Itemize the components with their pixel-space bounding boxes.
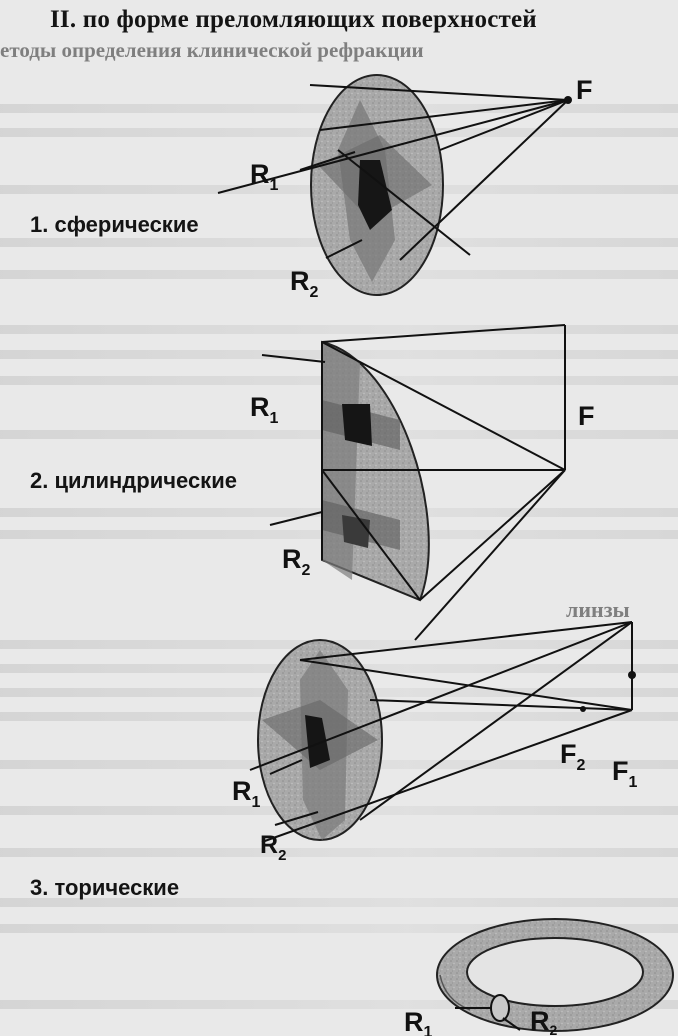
r1-label: R1 — [232, 776, 261, 811]
focus-label: F — [576, 75, 593, 105]
r2-label: R2 — [282, 544, 311, 579]
ring-r1-label: R1 — [404, 1007, 433, 1036]
spherical-lens-figure: R1 R2 F — [217, 74, 593, 301]
f2-label: F2 — [560, 739, 586, 774]
ring-r2-label: R2 — [530, 1006, 558, 1036]
r1-label: R1 — [250, 159, 279, 194]
spherical-intersection — [358, 160, 392, 230]
toric-focus-f2-point — [580, 706, 586, 712]
cylindrical-intersection-top — [342, 404, 372, 446]
section-title: II. по форме преломляющих поверхностей — [50, 6, 537, 33]
r2-pointer — [274, 811, 319, 826]
toric-type-label: 3. торические — [30, 875, 180, 900]
r2-pointer — [269, 511, 323, 526]
f1-label: F1 — [612, 756, 638, 791]
r1-pointer — [299, 151, 356, 171]
cylindrical-rays — [321, 324, 566, 641]
spherical-focus-point — [564, 96, 572, 104]
background-heading: линзы — [566, 597, 630, 622]
ring-inner-hole — [466, 937, 644, 1007]
ring-r2-pointer — [502, 1017, 521, 1031]
r1-label: R1 — [250, 392, 279, 427]
spherical-type-label: 1. сферические — [30, 212, 199, 237]
cylindrical-type-label: 2. цилиндрические — [30, 468, 237, 493]
ring-cross-section — [490, 994, 510, 1022]
background-subtitle: етоды определения клинической рефракции — [0, 38, 424, 62]
background-text-line — [0, 325, 678, 334]
background-text-line — [0, 924, 678, 933]
toric-lens-figure: R1 R2 F2 F1 — [232, 621, 638, 864]
r2-label: R2 — [290, 266, 319, 301]
r2-pointer — [325, 239, 363, 259]
toric-focus-f1-point — [628, 671, 636, 679]
background-text-line — [0, 898, 678, 907]
toric-rays — [249, 621, 633, 843]
toric-intersection — [305, 715, 330, 768]
r2-label: R2 — [260, 831, 286, 864]
spherical-rays — [217, 84, 569, 261]
background-text-line — [0, 848, 678, 857]
toric-ring-figure: R1 R2 — [404, 918, 674, 1036]
focus-label: F — [578, 401, 595, 431]
r1-pointer — [261, 354, 326, 363]
r1-pointer — [269, 759, 303, 775]
cylindrical-lens-figure: R1 R2 F — [250, 324, 595, 641]
background-text-line — [0, 1000, 678, 1009]
